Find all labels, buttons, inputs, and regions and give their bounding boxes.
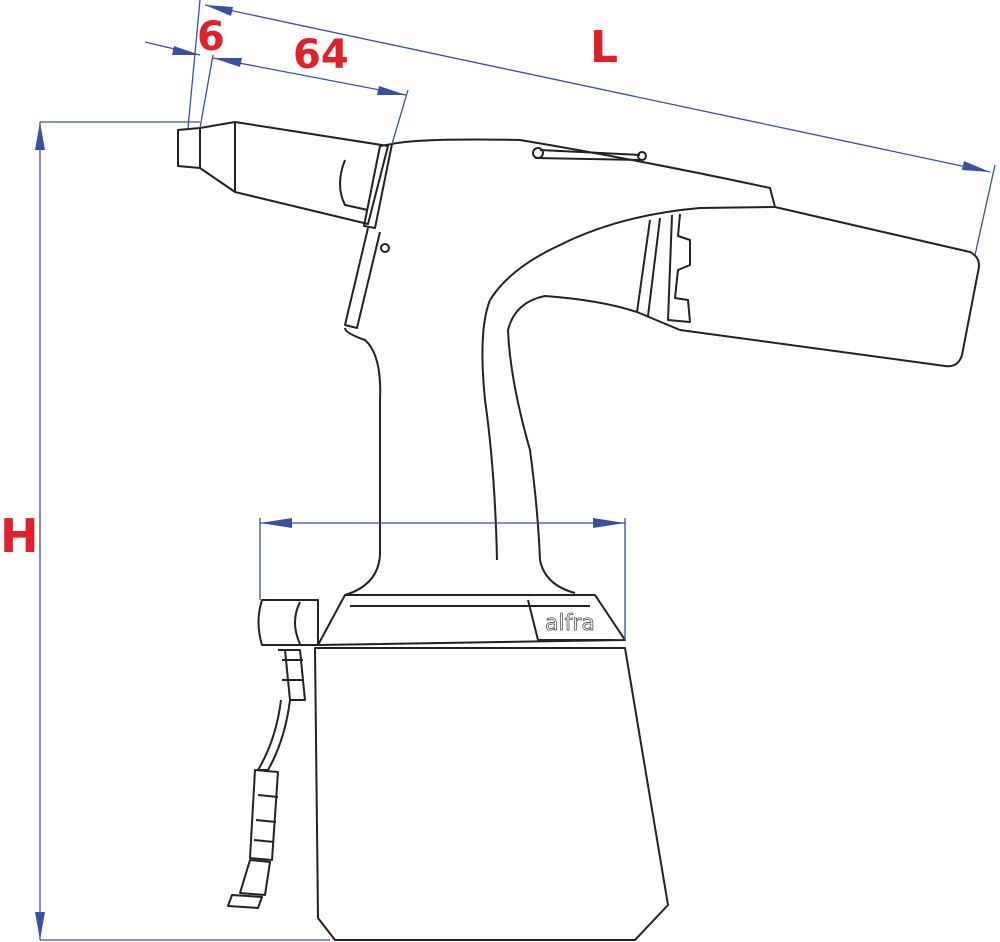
tool-body (344, 138, 980, 596)
length-dimension (187, 0, 996, 256)
air-hose (227, 649, 306, 909)
brand-logo: alfra (545, 611, 595, 636)
nose-length-dimension (199, 54, 409, 145)
height-dimension (35, 121, 330, 941)
nose-length-label: 64 (293, 32, 349, 78)
height-label: H (0, 509, 39, 563)
base-width-dimension (259, 518, 626, 640)
length-label: L (590, 22, 618, 73)
base-housing: alfra (257, 594, 669, 941)
nose-offset-dimension (144, 41, 201, 56)
nose-offset-label: 6 (197, 14, 225, 60)
nose-piece (177, 121, 393, 229)
